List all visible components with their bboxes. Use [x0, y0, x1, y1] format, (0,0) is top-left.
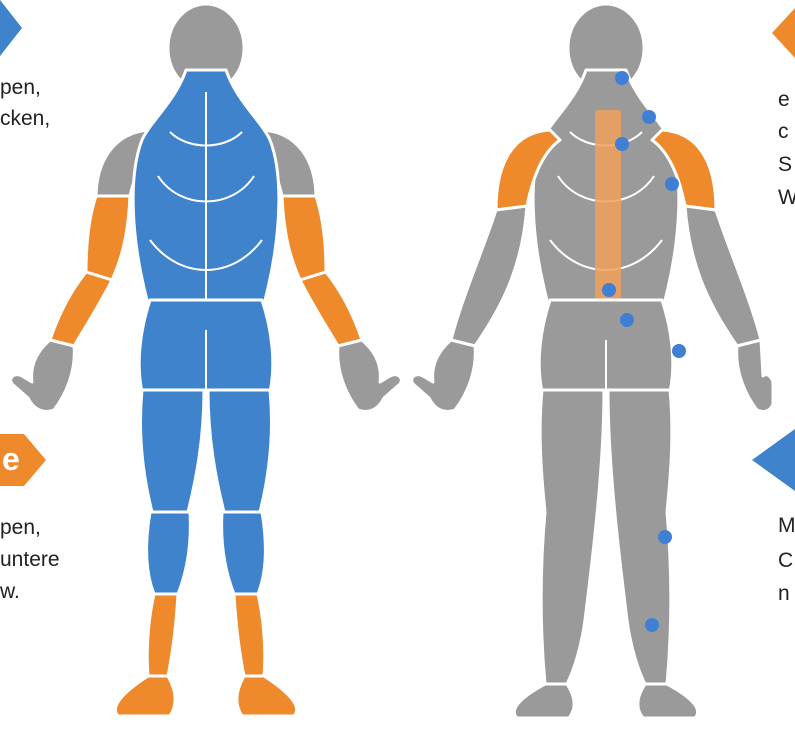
left-hand: [11, 340, 75, 412]
pain-point-3: [615, 137, 629, 151]
left-forearm: [50, 272, 112, 346]
left-shin: [147, 594, 178, 676]
trained-muscles-figure: [0, 0, 420, 734]
left-arm: [451, 206, 527, 346]
pain-points-figure: [395, 0, 775, 734]
pain-point-4: [665, 177, 679, 191]
right-bottom-line-3: n: [778, 578, 790, 609]
right-hand: [338, 340, 402, 412]
right-thigh: [208, 390, 272, 512]
right-top-line-2: c: [778, 116, 789, 147]
right-hand: [737, 340, 773, 412]
right-top-line-3: S: [778, 149, 792, 180]
right-arm: [685, 206, 761, 346]
pain-point-2: [642, 110, 656, 124]
right-bottom-line-2: C: [778, 545, 793, 576]
pain-point-6: [620, 313, 634, 327]
right-top-line-1: e: [778, 84, 790, 115]
left-foot: [115, 676, 175, 716]
pain-point-1: [615, 71, 629, 85]
left-leg: [540, 390, 604, 684]
right-foot: [237, 676, 297, 716]
right-foot: [638, 684, 698, 718]
pain-point-5: [602, 283, 616, 297]
left-hand: [412, 340, 476, 412]
pain-point-9: [645, 618, 659, 632]
pain-point-8: [658, 530, 672, 544]
pain-point-7: [672, 344, 686, 358]
right-top-line-4: W: [778, 182, 795, 213]
left-calf: [147, 512, 191, 594]
right-calf: [222, 512, 266, 594]
right-forearm: [300, 272, 362, 346]
left-thigh: [140, 390, 204, 512]
left-foot: [514, 684, 574, 718]
right-shin: [234, 594, 265, 676]
right-bottom-line-1: M: [778, 510, 795, 541]
right-top-arrow-icon: [772, 0, 795, 60]
right-upper-arm: [282, 196, 326, 280]
left-upper-arm: [86, 196, 130, 280]
